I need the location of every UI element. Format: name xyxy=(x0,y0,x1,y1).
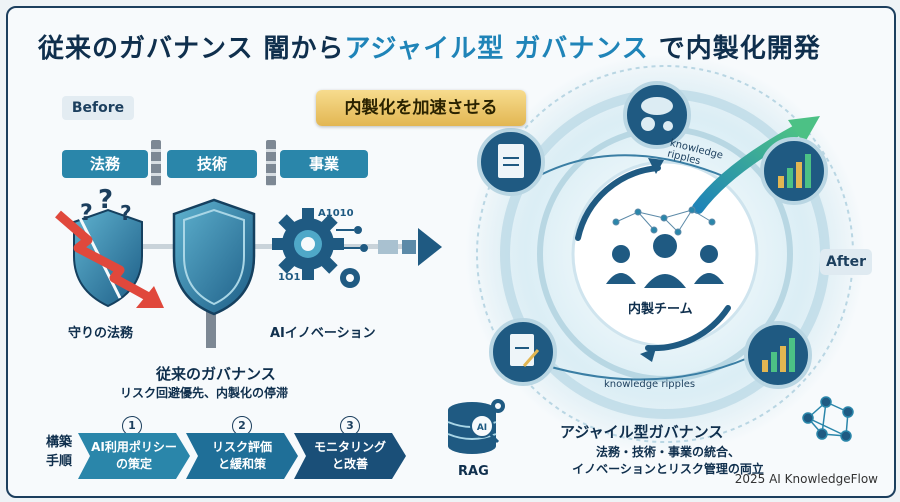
rag-database-icon xyxy=(447,399,505,454)
transition-arrow xyxy=(378,228,442,266)
rag-label: RAG xyxy=(458,464,489,479)
contract-node xyxy=(489,318,557,386)
bar-chart-node-top xyxy=(760,137,828,205)
dept-business: 事業 xyxy=(280,150,368,178)
step-text: リスク評価 と緩和策 xyxy=(211,440,272,471)
infographic-frame: ? ? ? xyxy=(6,6,896,498)
cloud-gear-node xyxy=(623,81,691,149)
title-part-3: で内製化開発 xyxy=(648,34,821,64)
binary-text-bottom: 1O1 xyxy=(278,272,301,283)
svg-text:?: ? xyxy=(120,201,132,225)
defense-label: 守りの法務 xyxy=(68,326,134,341)
gear-icon xyxy=(272,208,344,280)
step-text: モニタリング と改善 xyxy=(313,440,386,471)
step-text: AI利用ポリシー の策定 xyxy=(91,440,177,471)
before-label: Before xyxy=(62,96,134,120)
accelerate-banner: 内製化を加速させる xyxy=(316,90,526,126)
traditional-subtitle: リスク回避優先、内製化の停滞 xyxy=(120,386,289,400)
credit-text: 2025 AI KnowledgeFlow xyxy=(734,472,878,486)
step-2: リスク評価 と緩和策 xyxy=(186,433,298,479)
agile-title: アジャイル型ガバナンス xyxy=(560,423,724,441)
team-icon xyxy=(606,234,724,288)
step-number: 1 xyxy=(122,416,142,436)
diagram-graphics: ? ? ? xyxy=(55,54,865,454)
title-part-2: アジャイル型 ガバナンス xyxy=(344,34,649,64)
shield-icon xyxy=(172,198,256,316)
svg-text:?: ? xyxy=(98,185,113,215)
network-icon xyxy=(612,206,716,236)
flow-arrow xyxy=(527,357,749,381)
cycle-arrows xyxy=(575,165,731,352)
dept-legal: 法務 xyxy=(62,150,148,178)
arrow-head xyxy=(648,158,664,174)
agile-subtitle: 法務・技術・事業の統合、 イノベーションとリスク管理の両立 xyxy=(572,445,764,476)
steps-label: 構築 手順 xyxy=(46,435,73,469)
step-3: モニタリング と改善 xyxy=(294,433,406,479)
step-1: AI利用ポリシー の策定 xyxy=(78,433,190,479)
bar-chart-node-bottom xyxy=(744,321,812,389)
binary-text-top: A1010 xyxy=(318,208,354,219)
small-gear-icon xyxy=(340,268,360,288)
svg-text:?: ? xyxy=(80,201,93,226)
page-title: 従来のガバナンス 闇からアジャイル型 ガバナンス で内製化開発 xyxy=(38,28,821,65)
rag-ai-text: AI xyxy=(477,423,487,433)
document-node xyxy=(477,128,545,196)
growth-arrow-head xyxy=(788,116,820,144)
down-arrow-icon xyxy=(55,210,164,308)
separator-bar xyxy=(151,140,161,186)
team-label: 内製チーム xyxy=(628,302,693,317)
title-part-1: 従来のガバナンス 闇から xyxy=(38,34,345,64)
knowledge-ripples-bottom: knowledge ripples xyxy=(604,379,696,390)
after-label: After xyxy=(820,249,872,275)
traditional-title: 従来のガバナンス xyxy=(156,365,276,383)
network-graph-icon xyxy=(802,396,854,442)
circuit-lines xyxy=(336,226,368,252)
ai-innovation-label: AIイノベーション xyxy=(270,326,376,341)
dept-tech: 技術 xyxy=(167,150,257,178)
separator-bar xyxy=(206,308,216,348)
separator-bar xyxy=(266,140,276,186)
arrow-head xyxy=(640,348,656,362)
question-marks-icon: ? ? ? xyxy=(80,185,132,226)
growth-arrow xyxy=(692,124,804,214)
connector-line xyxy=(108,244,408,249)
